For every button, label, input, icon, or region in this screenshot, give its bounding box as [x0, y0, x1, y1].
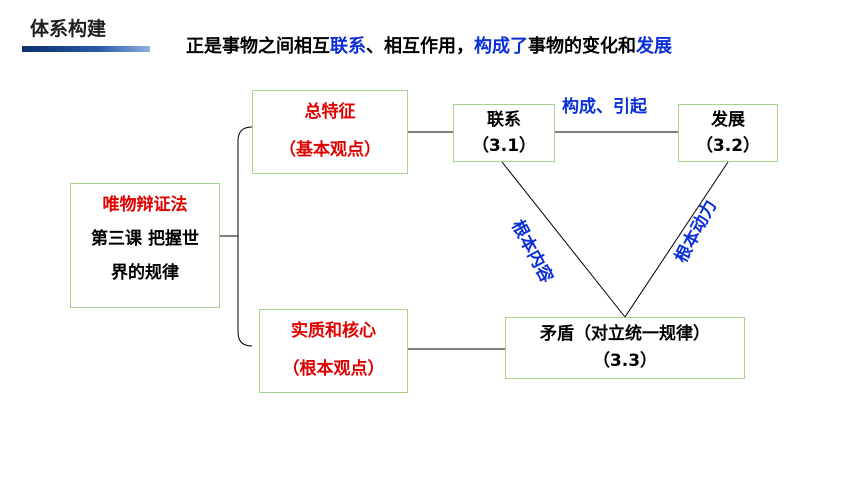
summary-sentence: 正是事物之间相互联系、相互作用，构成了事物的变化和发展 — [186, 32, 672, 58]
node-general-feature-note: （基本观点） — [279, 140, 381, 160]
node-essence-core-note: （根本观点） — [282, 359, 385, 379]
node-dialectics-line-3: 界的规律 — [111, 263, 179, 283]
summary-part-3: 事物的变化和 — [528, 36, 636, 57]
summary-highlight-connection: 联系 — [330, 36, 366, 57]
node-contradiction-section: （3.3） — [592, 351, 658, 371]
summary-part-2: 、相互作用， — [366, 36, 474, 57]
node-essence-core-title: 实质和核心 — [291, 321, 376, 341]
node-contradiction: 矛盾（对立统一规律） （3.3） — [505, 317, 745, 379]
node-dialectics-title: 唯物辩证法 — [102, 195, 188, 215]
node-general-feature: 总特征 （基本观点） — [252, 90, 408, 174]
node-dialectics-line-2: 第三课 把握世 — [91, 229, 199, 249]
node-dialectics: 唯物辩证法 第三课 把握世 界的规律 — [70, 183, 220, 308]
node-development-title: 发展 — [711, 110, 745, 130]
summary-highlight-constitute: 构成了 — [474, 36, 528, 57]
edge-connection-contradiction — [501, 161, 626, 318]
node-contradiction-title: 矛盾（对立统一规律） — [540, 324, 710, 344]
node-connection: 联系 （3.1） — [453, 104, 555, 162]
node-development: 发展 （3.2） — [678, 104, 778, 162]
node-essence-core: 实质和核心 （根本观点） — [259, 309, 408, 393]
node-connection-title: 联系 — [487, 110, 521, 130]
node-development-section: （3.2） — [695, 136, 761, 156]
section-title: 体系构建 — [30, 18, 107, 40]
summary-part-1: 正是事物之间相互 — [186, 36, 330, 57]
summary-highlight-development: 发展 — [636, 36, 672, 57]
node-general-feature-title: 总特征 — [304, 102, 356, 122]
title-underline-bar — [22, 46, 150, 52]
root-bracket — [237, 126, 253, 347]
edge-development-contradiction — [624, 161, 729, 318]
node-connection-section: （3.1） — [471, 136, 537, 156]
edge-label-constitute: 构成、引起 — [562, 97, 647, 117]
